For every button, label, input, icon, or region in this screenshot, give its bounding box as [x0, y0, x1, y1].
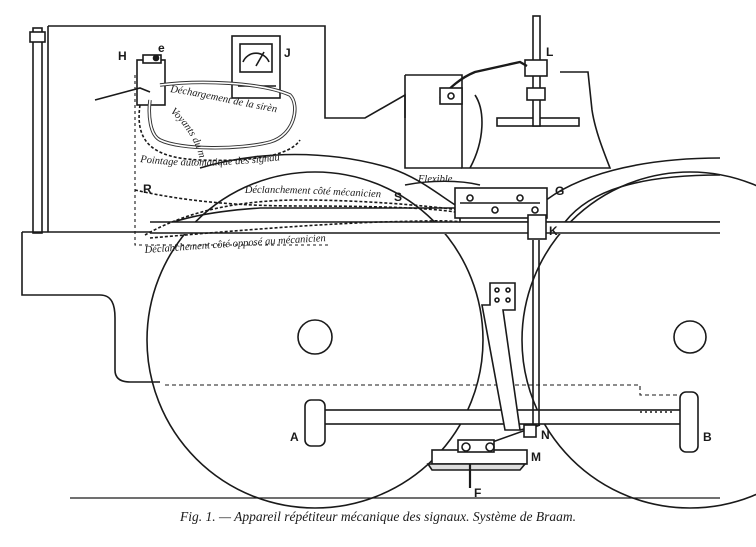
device-k: [527, 214, 547, 240]
rear-wheel: [521, 171, 756, 509]
label-g: G: [555, 184, 564, 198]
valve-linkage-box: [439, 87, 463, 105]
drive-wheel: [146, 171, 484, 509]
cable-cote: [144, 199, 461, 236]
label-k: K: [549, 224, 558, 238]
ramp-pivot-1: [461, 442, 471, 452]
footplate: [199, 153, 461, 209]
fender-inner: [564, 174, 721, 223]
siren-lever: [94, 87, 151, 101]
hanger-bolt-1: [494, 287, 500, 293]
cable-cote-2: [134, 189, 456, 213]
firebox-body: [405, 71, 612, 169]
drive-wheel-hub: [297, 319, 333, 355]
valve-nut: [524, 59, 548, 77]
hanger-bolt-3: [494, 297, 500, 303]
label-n: N: [541, 428, 550, 442]
device-g-bolt-4: [531, 206, 539, 214]
hanger-bracket: [481, 282, 521, 431]
flexible-hose: [404, 180, 481, 186]
device-h-cap: [142, 54, 162, 64]
cab-pillar: [32, 27, 43, 234]
note-voyants: Voyants du mécanicien: [0, 0, 207, 160]
label-j: J: [284, 46, 291, 60]
device-g-bolt-1: [466, 194, 474, 202]
label-f: F: [474, 486, 481, 500]
pipe-pointage: [138, 104, 301, 162]
hanger-bolt-2: [505, 287, 511, 293]
cab-dashed-outline: [134, 75, 330, 246]
locomotive-frame: [21, 207, 720, 383]
device-h: [136, 59, 166, 106]
rear-fender: [539, 157, 721, 206]
label-a: A: [290, 430, 299, 444]
firebox-left: [404, 75, 462, 169]
pipe-siren-inner: [148, 81, 296, 149]
note-flexible: Flexible: [417, 174, 453, 185]
dashed-frame-line: [165, 384, 700, 396]
pillar-cap: [29, 31, 46, 43]
figure-caption: Fig. 1. — Appareil répétiteur mécanique …: [180, 509, 576, 524]
gauge-arc: [242, 52, 270, 63]
firebox-curve: [469, 94, 483, 169]
rear-wheel-hub: [673, 320, 707, 354]
axle-box-B: [679, 391, 699, 453]
valve-nut-lower: [526, 87, 546, 101]
ramp-bolt-n: [523, 424, 537, 438]
label-m: M: [531, 450, 541, 464]
device-g-bolt-2: [491, 206, 499, 214]
cable-oppose: [149, 220, 461, 239]
ramp-plate: [426, 463, 527, 471]
label-l: L: [546, 45, 553, 59]
device-e-point: [152, 54, 160, 62]
valve-linkage-bolt: [447, 92, 455, 100]
label-s: S: [394, 190, 402, 204]
label-e: e: [158, 41, 165, 55]
note-declenchement-cote: Déclanchement côté mécanicien: [244, 185, 382, 201]
ramp-pivot-2: [485, 442, 495, 452]
gauge-needle: [255, 51, 265, 67]
label-h: H: [118, 49, 127, 63]
hanger-bolt-4: [505, 297, 511, 303]
axle-box-A: [304, 399, 326, 447]
label-r: R: [143, 182, 152, 196]
device-g-bolt-3: [516, 194, 524, 202]
label-b: B: [703, 430, 712, 444]
frame-band: [150, 222, 720, 234]
